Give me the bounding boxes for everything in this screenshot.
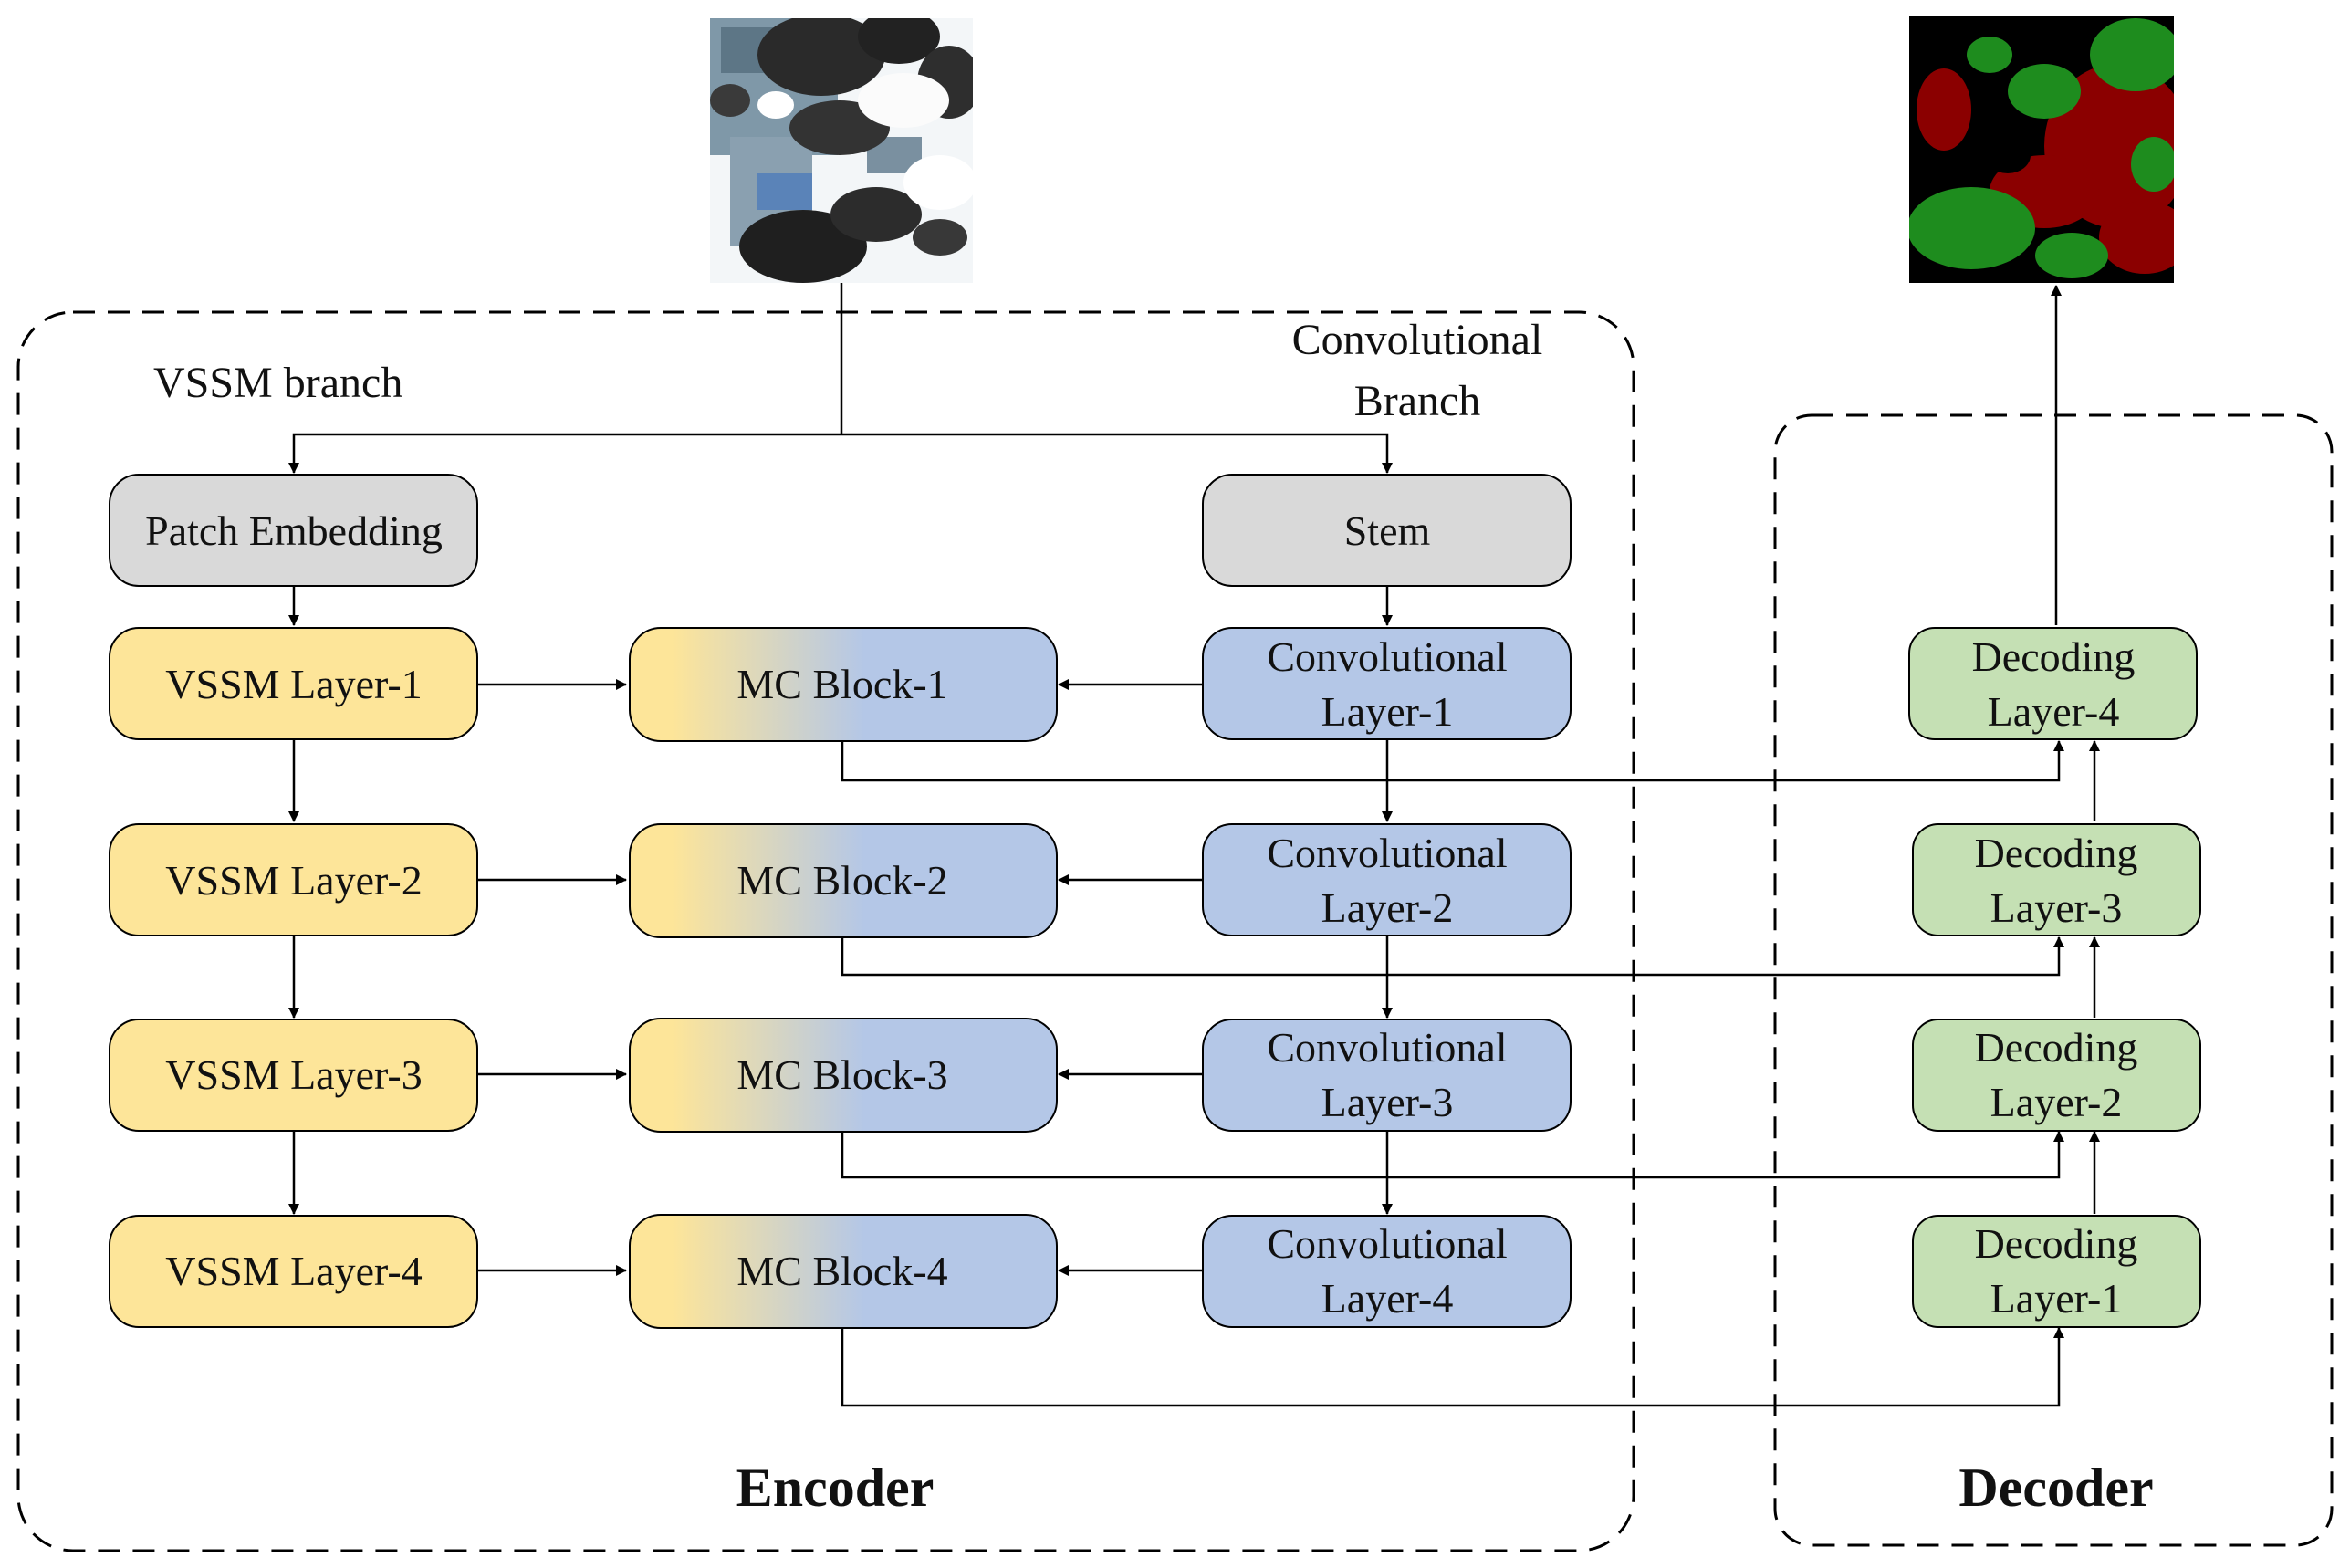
mc-block-1: MC Block-1 <box>629 627 1058 742</box>
decoding-layer-2: Decoding Layer-2 <box>1912 1019 2201 1132</box>
vssm-layer-1-label: VSSM Layer-1 <box>165 661 422 707</box>
vssm-layer-3: VSSM Layer-3 <box>109 1019 478 1132</box>
input-to-stem <box>841 433 1393 474</box>
vssm-layer-1: VSSM Layer-1 <box>109 627 478 740</box>
conv-layer-1-line1: Convolutional <box>1267 633 1507 680</box>
stem-label: Stem <box>1344 507 1431 554</box>
segmentation-output-mask <box>1909 16 2174 283</box>
mc-block-3: MC Block-3 <box>629 1018 1058 1133</box>
decoding-layer-4: Decoding Layer-4 <box>1908 627 2198 740</box>
connectors <box>288 283 2100 1407</box>
mc-block-4: MC Block-4 <box>629 1214 1058 1329</box>
conv-layer-4: Convolutional Layer-4 <box>1202 1215 1572 1328</box>
mc-block-4-label: MC Block-4 <box>736 1248 947 1294</box>
decoding-layer-3: Decoding Layer-3 <box>1912 823 2201 936</box>
conv-layer-3-line2: Layer-3 <box>1321 1079 1454 1125</box>
mc-block-3-label: MC Block-3 <box>736 1051 947 1098</box>
decoder-title: Decoder <box>1958 1458 2153 1518</box>
decoder-container <box>1773 413 2334 1547</box>
decoding-layer-1: Decoding Layer-1 <box>1912 1215 2201 1328</box>
decoding-layer-4-line2: Layer-4 <box>1988 688 2120 735</box>
decoding-layer-2-line1: Decoding <box>1975 1024 2138 1071</box>
decoding-layer-2-line2: Layer-2 <box>1990 1079 2123 1125</box>
mc-block-1-label: MC Block-1 <box>736 661 947 707</box>
conv-layer-2-line2: Layer-2 <box>1321 884 1454 931</box>
patch-embedding-box: Patch Embedding <box>109 474 478 587</box>
conv-branch-label-line2: Branch <box>1354 377 1481 425</box>
conv-layer-1-line2: Layer-1 <box>1321 688 1454 735</box>
vssm-layer-3-label: VSSM Layer-3 <box>165 1051 422 1098</box>
conv-layer-2-line1: Convolutional <box>1267 830 1507 876</box>
decoding-layer-4-line1: Decoding <box>1972 633 2136 680</box>
mc-block-2: MC Block-2 <box>629 823 1058 938</box>
decoding-layer-3-line1: Decoding <box>1975 830 2138 876</box>
conv-layer-4-line2: Layer-4 <box>1321 1275 1454 1322</box>
vssm-branch-label: VSSM branch <box>153 359 402 407</box>
vssm-layer-2: VSSM Layer-2 <box>109 823 478 936</box>
conv-layer-1: Convolutional Layer-1 <box>1202 627 1572 740</box>
conv-branch-label-line1: Convolutional <box>1292 316 1543 364</box>
vssm-layer-2-label: VSSM Layer-2 <box>165 857 422 904</box>
encoder-container <box>16 310 1635 1552</box>
decoding-layer-3-line2: Layer-3 <box>1990 884 2123 931</box>
decoding-layer-1-line2: Layer-1 <box>1990 1275 2123 1322</box>
decoding-layer-1-line1: Decoding <box>1975 1220 2138 1267</box>
input-to-patch <box>288 433 841 474</box>
conv-layer-2: Convolutional Layer-2 <box>1202 823 1572 936</box>
stem-box: Stem <box>1202 474 1572 587</box>
mc-block-2-label: MC Block-2 <box>736 857 947 904</box>
conv-layer-3-line1: Convolutional <box>1267 1024 1507 1071</box>
vssm-layer-4: VSSM Layer-4 <box>109 1215 478 1328</box>
conv-layer-3: Convolutional Layer-3 <box>1202 1019 1572 1132</box>
patch-embedding-label: Patch Embedding <box>145 507 443 554</box>
conv-layer-4-line1: Convolutional <box>1267 1220 1507 1267</box>
satellite-input-image <box>710 18 973 283</box>
encoder-title: Encoder <box>736 1458 935 1518</box>
vssm-layer-4-label: VSSM Layer-4 <box>165 1248 422 1294</box>
